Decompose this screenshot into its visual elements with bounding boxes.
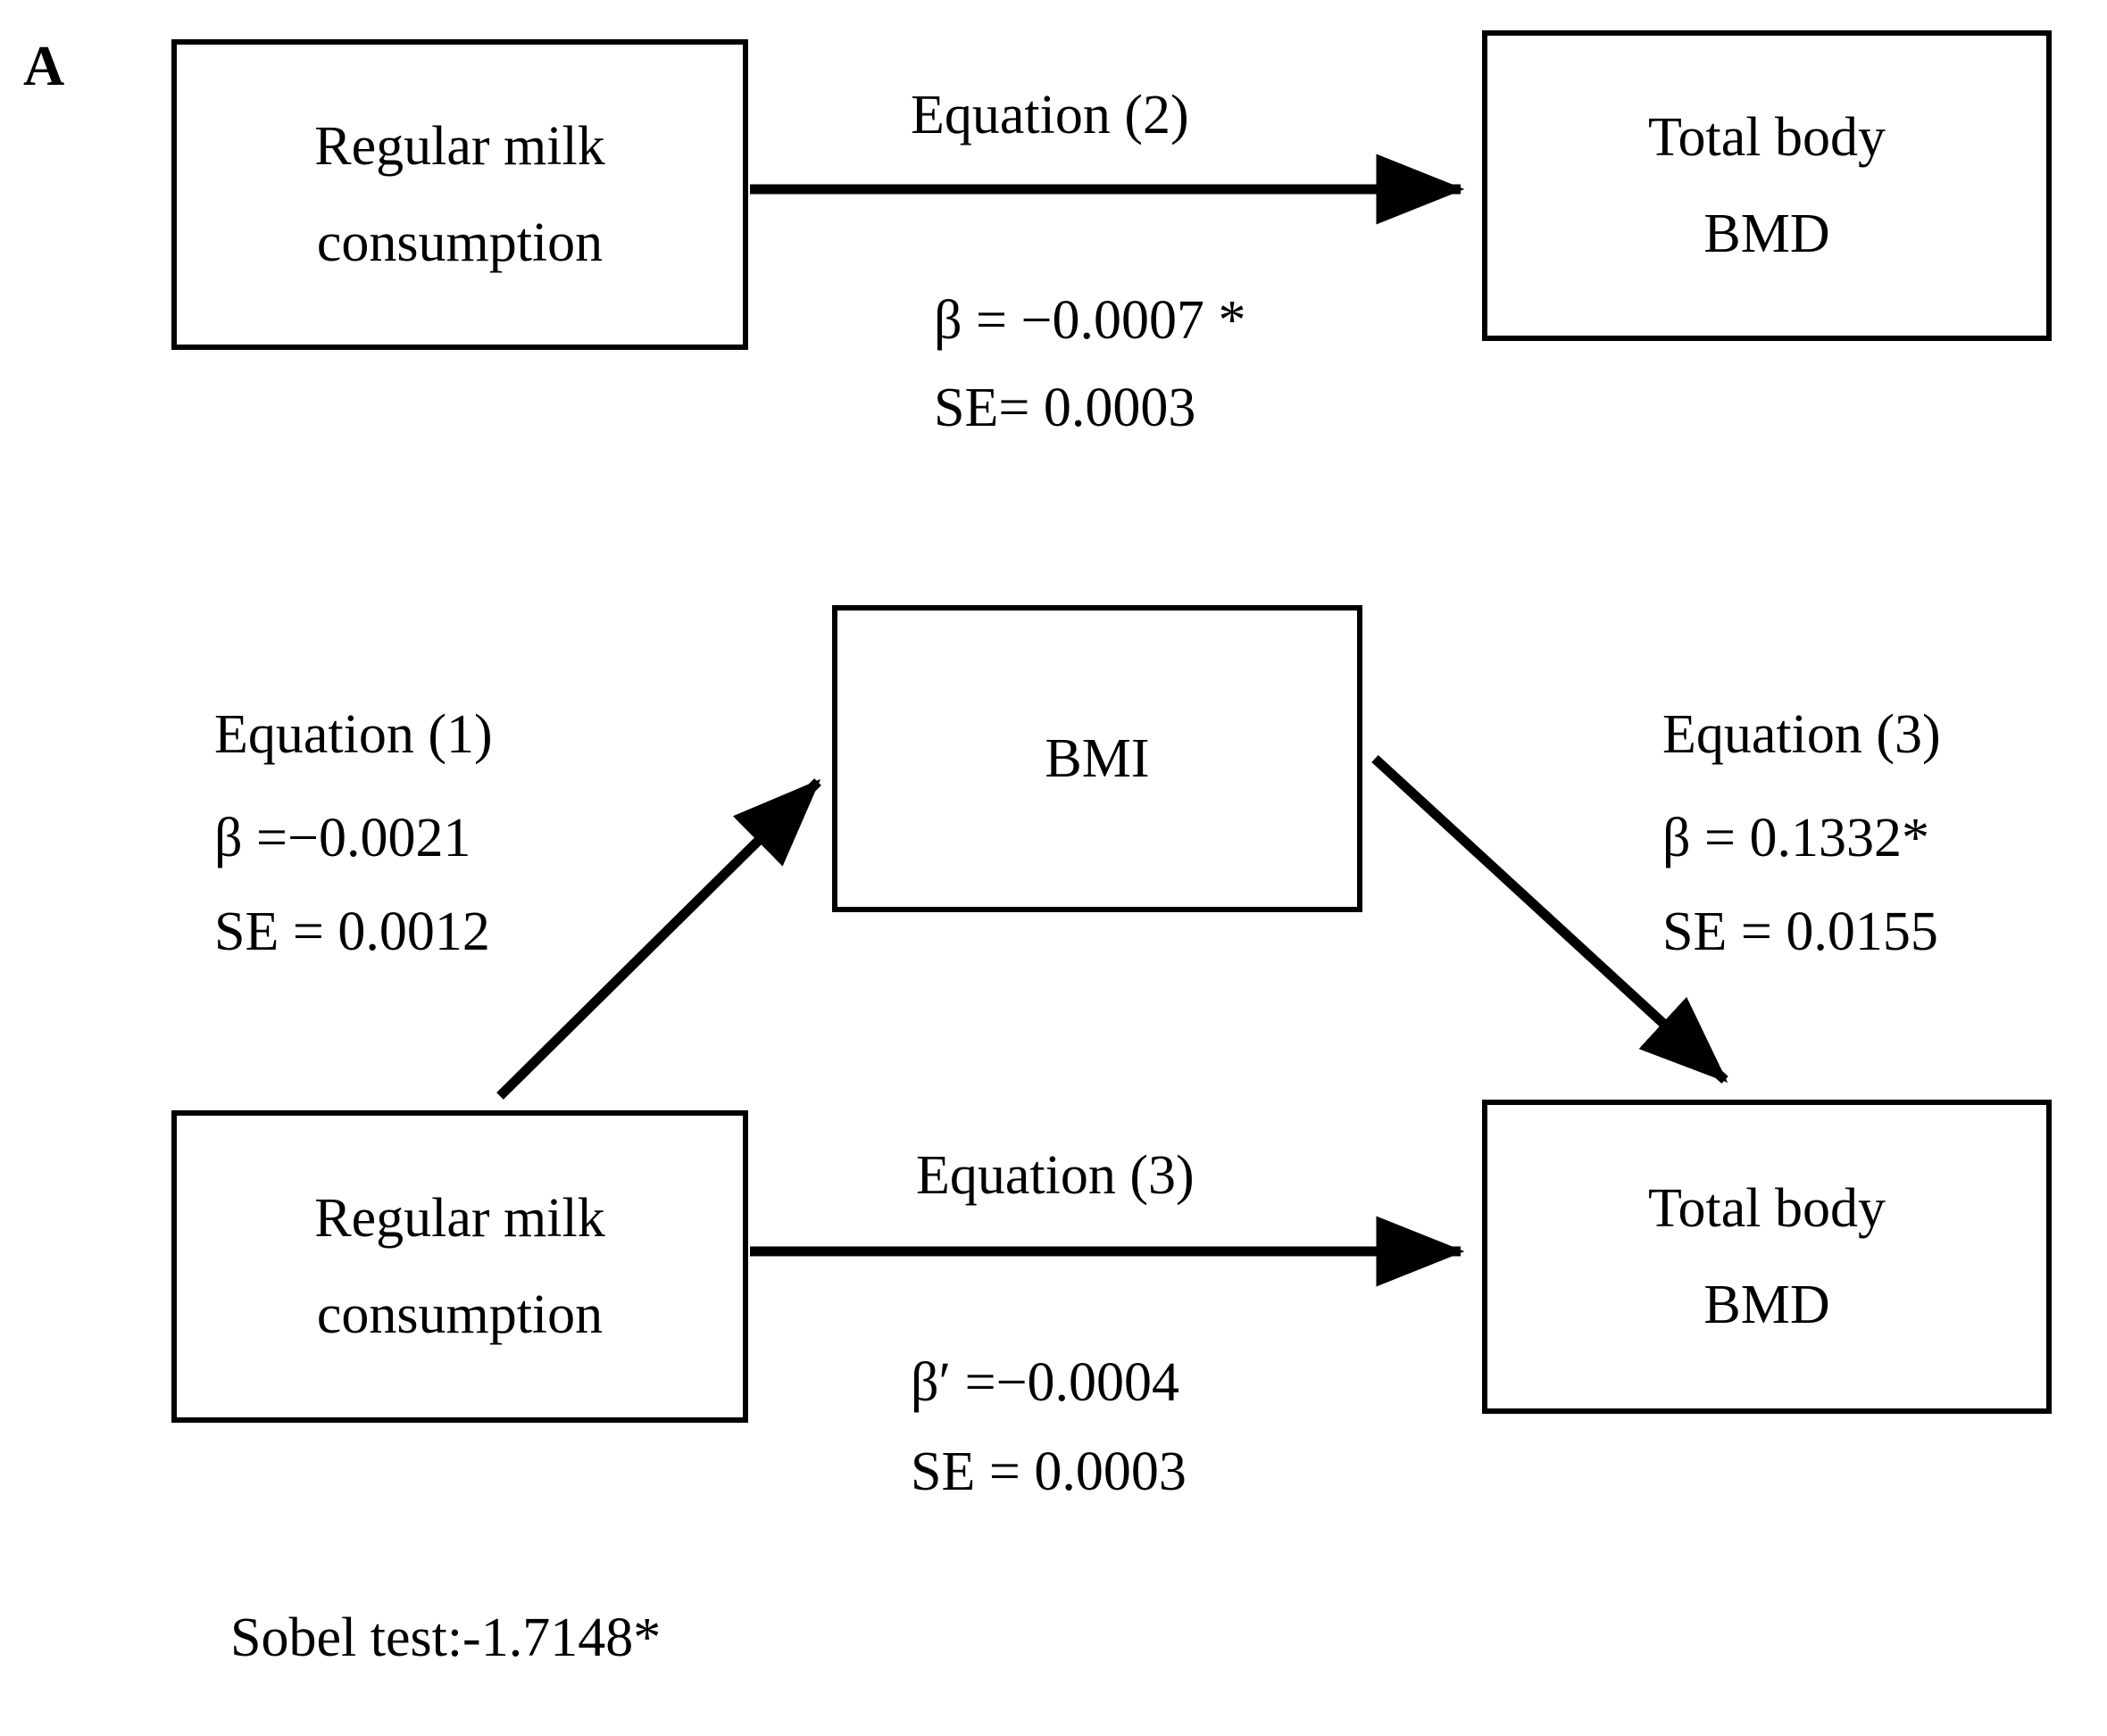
a-path-se: SE = 0.0012 — [214, 901, 490, 963]
total-effect-se: SE= 0.0003 — [934, 377, 1196, 438]
node-mediator-bmi: BMI — [832, 605, 1362, 912]
sobel-test-note: Sobel test:-1.7148* — [230, 1607, 662, 1668]
a-path-beta: β =−0.0021 — [214, 807, 471, 868]
label-direct-effect-stats: β′ =−0.0004 SE = 0.0003 — [911, 1350, 1187, 1506]
node-outcome-bottom-line2: BMD — [1703, 1275, 1830, 1335]
node-outcome-bottom-line1: Total body — [1647, 1178, 1886, 1239]
b-path-se: SE = 0.0155 — [1662, 901, 1938, 963]
node-outcome-top-line1: Total body — [1647, 107, 1886, 168]
node-mediator-label: BMI — [1045, 728, 1150, 789]
node-exposure-bottom-line2: consumption — [316, 1284, 604, 1345]
panel-label-a: A — [23, 34, 65, 97]
node-exposure-top-line2: consumption — [316, 212, 604, 273]
total-effect-equation-text: Equation (2) — [911, 85, 1189, 145]
arrow-a-path — [496, 778, 821, 1100]
label-direct-effect-equation: Equation (3) — [916, 1142, 1195, 1210]
direct-effect-beta: β′ =−0.0004 — [911, 1352, 1180, 1413]
label-total-effect-stats: β = −0.0007 * SE= 0.0003 — [934, 287, 1245, 442]
b-path-equation: Equation (3) — [1662, 704, 1941, 765]
label-b-path-stats: Equation (3) β = 0.1332* SE = 0.0155 — [1662, 702, 1941, 967]
label-a-path-stats: Equation (1) β =−0.0021 SE = 0.0012 — [214, 702, 493, 967]
node-exposure-bottom: Regular milk consumption — [171, 1110, 748, 1423]
node-outcome-top-line2: BMD — [1703, 204, 1830, 264]
node-exposure-bottom-line1: Regular milk — [314, 1188, 605, 1249]
node-exposure-top-line1: Regular milk — [314, 116, 605, 177]
direct-effect-se: SE = 0.0003 — [911, 1441, 1187, 1502]
node-outcome-bottom: Total body BMD — [1482, 1100, 2052, 1414]
b-path-beta: β = 0.1332* — [1662, 807, 1930, 868]
direct-effect-equation-text: Equation (3) — [916, 1145, 1195, 1206]
total-effect-beta: β = −0.0007 * — [934, 290, 1246, 351]
a-path-equation: Equation (1) — [214, 704, 493, 765]
label-total-effect-equation: Equation (2) — [911, 82, 1189, 150]
node-outcome-top: Total body BMD — [1482, 30, 2052, 341]
node-exposure-top: Regular milk consumption — [171, 39, 748, 350]
